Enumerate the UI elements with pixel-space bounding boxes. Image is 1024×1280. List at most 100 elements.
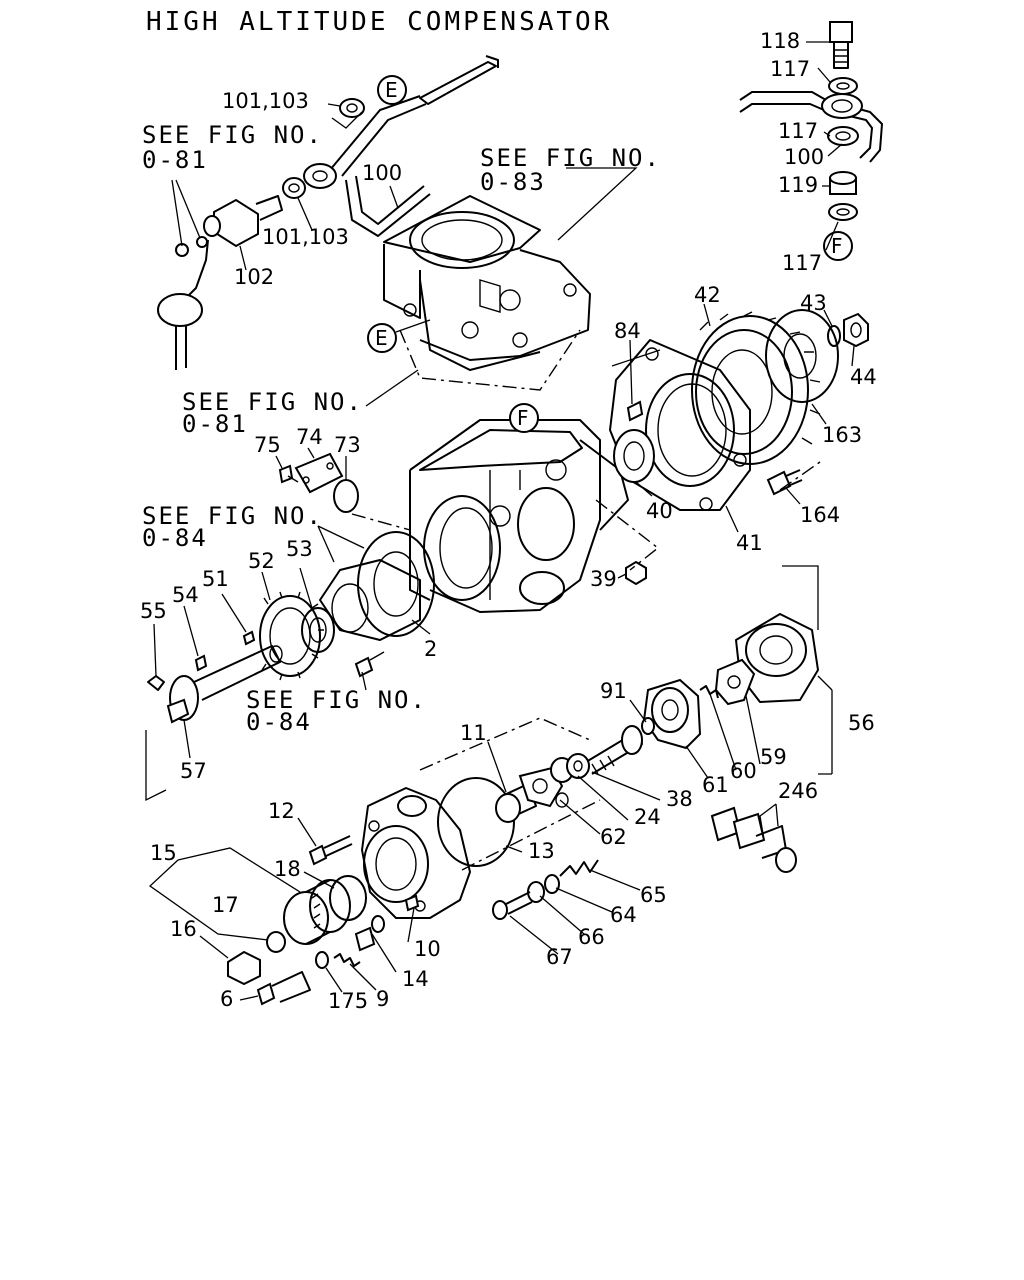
label-38: 38 — [666, 787, 693, 811]
o-ring-18 — [329, 875, 367, 921]
diagram-title: HIGH ALTITUDE COMPENSATOR — [146, 7, 612, 37]
washer-101-upper — [339, 98, 365, 118]
label-14: 14 — [402, 967, 429, 991]
bolt-12 — [308, 835, 353, 866]
label-12: 12 — [268, 799, 295, 823]
lever-62 — [518, 766, 569, 808]
reference-note-0-84-lower: SEE FIG NO. 0-84 — [246, 686, 427, 736]
nut-39 — [625, 560, 647, 586]
label-2: 2 — [424, 637, 437, 661]
label-118: 118 — [760, 29, 800, 53]
washer-91 — [641, 717, 655, 735]
label-56: 56 — [848, 711, 875, 735]
pipe-100-left — [303, 55, 499, 237]
label-74: 74 — [296, 425, 323, 449]
spider-59 — [714, 658, 756, 706]
svg-text:SEE FIG NO.: SEE FIG NO. — [142, 502, 323, 530]
label-15: 15 — [150, 841, 177, 865]
adjuster-15 — [283, 879, 351, 945]
clip-55 — [147, 675, 165, 691]
svg-text:SEE FIG NO.: SEE FIG NO. — [480, 144, 661, 172]
svg-text:F: F — [831, 234, 843, 258]
washer-24 — [550, 753, 590, 783]
svg-text:SEE FIG NO.: SEE FIG NO. — [246, 686, 427, 714]
svg-text:0-81: 0-81 — [182, 410, 248, 438]
washer-101-lower — [282, 177, 306, 199]
label-62: 62 — [600, 825, 627, 849]
connector-e-lower: E — [367, 319, 431, 353]
spring-65 — [559, 859, 599, 877]
bolt-164 — [766, 469, 803, 496]
label-67: 67 — [546, 945, 573, 969]
label-102: 102 — [234, 265, 274, 289]
svg-text:E: E — [375, 326, 388, 350]
svg-text:E: E — [385, 78, 398, 102]
pin-51 — [242, 630, 256, 646]
label-117-upper: 117 — [770, 57, 810, 81]
gear-52 — [259, 591, 324, 681]
flyweight-holder-61 — [642, 678, 702, 750]
screw-6 — [256, 971, 311, 1006]
svg-text:F: F — [517, 406, 529, 430]
label-164: 164 — [800, 503, 840, 527]
pipe-100-right — [739, 91, 883, 163]
gear-42 — [691, 311, 821, 465]
flange-plate — [319, 531, 435, 641]
spring-9 — [333, 953, 361, 967]
bolt-67 — [492, 891, 533, 920]
pin-10 — [404, 894, 420, 912]
sensor-102 — [157, 195, 283, 370]
label-84: 84 — [614, 319, 641, 343]
label-75: 75 — [254, 433, 281, 457]
washer-66 — [527, 881, 545, 903]
sleeve-246 — [710, 806, 797, 873]
reference-note-0-81-upper: SEE FIG NO. 0-81 — [142, 121, 323, 174]
label-117-lower: 117 — [782, 251, 822, 275]
plunger-14 — [354, 915, 385, 952]
label-11: 11 — [460, 721, 487, 745]
nut-small-left — [175, 236, 208, 257]
label-6: 6 — [220, 987, 233, 1011]
label-51: 51 — [202, 567, 229, 591]
reference-note-0-83: SEE FIG NO. 0-83 — [480, 144, 661, 196]
shaft-57 — [166, 645, 283, 724]
plate-74 — [294, 452, 344, 494]
svg-text:SEE FIG NO.: SEE FIG NO. — [182, 388, 363, 416]
bushing-119 — [829, 171, 857, 195]
key-84 — [626, 400, 644, 422]
washer-43 — [827, 325, 841, 347]
label-64: 64 — [610, 903, 637, 927]
label-100-right: 100 — [784, 145, 824, 169]
label-60: 60 — [730, 759, 757, 783]
label-175: 175 — [328, 989, 368, 1013]
washer-17 — [266, 931, 286, 953]
alignment-lines — [145, 349, 821, 871]
banjo-bolt-118 — [829, 21, 853, 69]
svg-text:SEE FIG NO.: SEE FIG NO. — [142, 121, 323, 149]
leader-lines — [148, 41, 855, 1001]
label-246: 246 — [778, 779, 818, 803]
screw-75 — [278, 464, 299, 484]
label-101-103-lower: 101,103 — [262, 225, 349, 249]
svg-text:0-84: 0-84 — [246, 708, 312, 736]
shaft-11 — [495, 783, 537, 823]
label-61: 61 — [702, 773, 729, 797]
label-44: 44 — [850, 365, 877, 389]
o-ring-73 — [333, 479, 359, 513]
o-ring-13 — [437, 777, 515, 867]
label-101-103-upper: 101,103 — [222, 89, 309, 113]
connector-f-lower: F — [509, 403, 539, 433]
label-39: 39 — [590, 567, 617, 591]
label-117-middle: 117 — [778, 119, 818, 143]
label-16: 16 — [170, 917, 197, 941]
label-55: 55 — [140, 599, 167, 623]
control-cover — [361, 787, 471, 919]
label-17: 17 — [212, 893, 239, 917]
hub-163 — [765, 309, 839, 403]
label-65: 65 — [640, 883, 667, 907]
svg-text:0-83: 0-83 — [480, 168, 546, 196]
cap-nut-16 — [227, 950, 261, 986]
pin-54 — [194, 654, 208, 672]
label-119: 119 — [778, 173, 818, 197]
